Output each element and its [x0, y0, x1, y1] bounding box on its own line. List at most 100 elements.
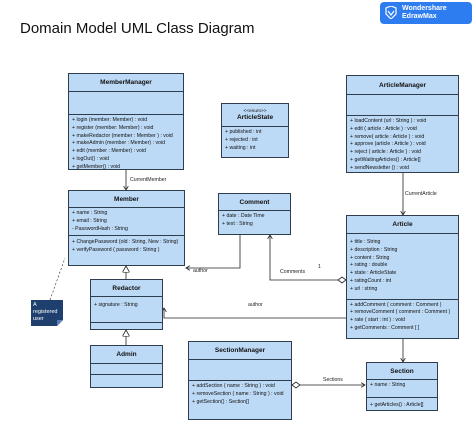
class-name: Member	[69, 191, 184, 208]
method-item: + getArticles() : Article[]	[370, 402, 424, 408]
attribute-item: + url : string	[350, 285, 378, 292]
method-item: + makeAdmin (member : Member) : void	[72, 140, 165, 147]
class-name: Admin	[91, 346, 162, 364]
label-current-member: CurrentMember	[130, 177, 167, 183]
attributes-section: + name : String + email : String - Passw…	[69, 208, 184, 235]
attribute-item: + text : String	[222, 220, 253, 227]
method-item: + ChangePassword (old : String, New : St…	[72, 239, 179, 246]
class-comment[interactable]: Comment + date : Date Time + text : Stri…	[218, 193, 291, 235]
label-multiplicity: 1	[318, 264, 321, 270]
method-item: + getSection() : Section[]	[192, 398, 249, 405]
attributes-section	[189, 360, 291, 380]
class-redactor[interactable]: Redactor + signature : String	[90, 279, 163, 330]
methods-section	[91, 322, 162, 331]
attributes-section: + name : String	[367, 380, 437, 397]
label-author-article: author	[248, 302, 263, 308]
method-item: + getComments : Comment [ ]	[350, 324, 420, 331]
methods-section: + getArticles() : Article[]	[367, 397, 437, 412]
stereotype: <<enum>>	[243, 109, 267, 114]
brand-line2: EdrawMax	[402, 13, 437, 20]
class-article-manager[interactable]: ArticleManager + loadContent (url : Stri…	[346, 75, 459, 173]
note-shape	[31, 300, 63, 326]
attributes-section: + title : String + description : String …	[347, 234, 458, 299]
attributes-section: + signature : String	[91, 297, 162, 322]
class-name: SectionManager	[189, 342, 291, 360]
class-section[interactable]: Section + name : String + getArticles() …	[366, 362, 438, 411]
attribute-item: + rating : double	[350, 262, 388, 269]
attribute-item: + signature : String	[94, 302, 138, 308]
class-name: Section	[367, 363, 437, 380]
methods-section: + addComment ( comment : Comment ) + rem…	[347, 298, 458, 335]
methods-section: + addSection ( name : String ) : void + …	[189, 380, 291, 408]
method-item: + removeSection ( name : String ) : void	[192, 390, 284, 397]
aggregation-diamond-sectionmanager	[291, 381, 301, 389]
method-item: + rate ( start : int ) : void	[350, 317, 405, 324]
method-item: + remove( article : Article ) : void	[350, 133, 425, 140]
wondershare-logo-icon	[385, 6, 397, 19]
class-member[interactable]: Member + name : String + email : String …	[68, 190, 185, 266]
method-item: + getMember() : void	[72, 163, 121, 170]
attributes-section	[91, 364, 162, 374]
brand-badge: Wondershare EdrawMax	[380, 2, 472, 24]
attribute-item: + date : Date Time	[222, 213, 265, 219]
method-item: + getWaitingArticles() : Article[]	[350, 156, 421, 163]
label-current-article: CurrentArticle	[405, 191, 437, 197]
method-item: + loadContent (url : String ) : void	[350, 118, 427, 124]
attributes-section: + date : Date Time + text : String	[219, 211, 290, 231]
class-member-manager[interactable]: MemberManager + login (member: Member) :…	[68, 73, 184, 170]
brand-line1: Wondershare	[402, 5, 447, 12]
attribute-item: + description : String	[350, 246, 398, 253]
class-admin[interactable]: Admin	[90, 345, 163, 388]
class-name: Comment	[219, 194, 290, 211]
class-name: ArticleManager	[347, 76, 458, 95]
class-name: Redactor	[91, 280, 162, 297]
label-sections: Sections	[323, 377, 343, 383]
method-item: + logOut() : void	[72, 155, 110, 162]
class-section-manager[interactable]: SectionManager + addSection ( name : Str…	[188, 341, 292, 420]
attribute-item: + name : String	[370, 382, 406, 388]
attributes-section	[69, 92, 183, 114]
method-item: + addComment ( comment : Comment )	[350, 301, 442, 308]
class-name: Article	[347, 216, 458, 234]
aggregation-diamond-article	[337, 276, 347, 284]
note-text: A registered user	[33, 302, 58, 322]
assoc-comment-author	[186, 234, 241, 268]
attribute-item: + ratingCount : int	[350, 277, 392, 284]
method-item: + login (member: Member) : void	[72, 117, 148, 123]
method-item: + sendNewsletter () : void	[350, 164, 409, 171]
enum-value: + published : int	[225, 129, 262, 135]
method-item: + verifyPassword ( password : String )	[72, 247, 160, 254]
enum-values: + published : int + rejected : int + wai…	[222, 127, 288, 154]
class-name: MemberManager	[69, 74, 183, 92]
method-item: + register (member: Member) : void	[72, 124, 154, 131]
method-item: + reject ( article : Article ) : void	[350, 149, 422, 156]
method-item: + addSection ( name : String ) : void	[192, 383, 275, 389]
class-article[interactable]: Article + title : String + description :…	[346, 215, 459, 339]
assoc-article-author	[164, 308, 346, 319]
methods-section	[91, 374, 162, 385]
class-name: ArticleState	[236, 114, 274, 121]
attributes-section	[347, 95, 458, 115]
attribute-item: + title : String	[350, 239, 381, 245]
method-item: + removeComment ( comment : Comment )	[350, 309, 451, 316]
note-connector	[49, 257, 66, 301]
page-title: Domain Model UML Class Diagram	[20, 20, 255, 37]
attribute-item: + name : String	[72, 210, 108, 216]
method-item: + approve (article : Article ) : void	[350, 141, 426, 148]
attribute-item: - PasswordHash : String	[72, 225, 128, 232]
label-comments: Comments	[280, 269, 306, 275]
methods-section: + loadContent (url : String ) : void + e…	[347, 115, 458, 175]
assoc-comments	[270, 235, 338, 281]
label-author-comment: author	[193, 268, 208, 274]
class-article-state[interactable]: <<enum>> ArticleState + published : int …	[221, 103, 289, 158]
enum-value: + waiting : int	[225, 144, 256, 151]
methods-section: + ChangePassword (old : String, New : St…	[69, 235, 184, 257]
enum-value: + rejected : int	[225, 136, 258, 143]
methods-section: + login (member: Member) : void + regist…	[69, 114, 183, 174]
method-item: + makeRedactor (member : Member ) : void	[72, 132, 173, 139]
method-item: + edit ( article : Article ) : void	[350, 125, 417, 132]
method-item: + edit (member : Member) : void	[72, 148, 146, 155]
attribute-item: + state : ArticleState	[350, 270, 397, 277]
attribute-item: + email : String	[72, 217, 107, 224]
